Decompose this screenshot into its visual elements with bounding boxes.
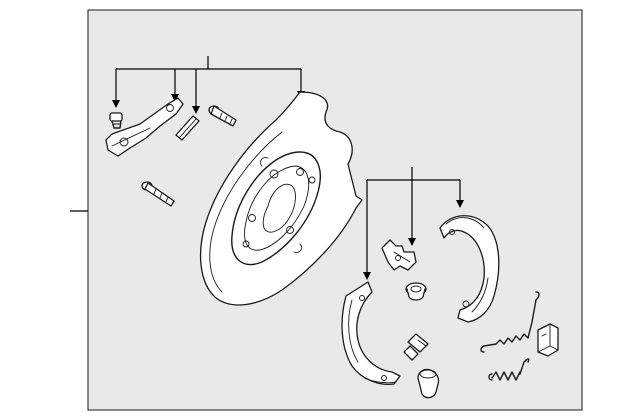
callout-arrow bbox=[456, 200, 464, 208]
bolt-long-left bbox=[141, 181, 175, 207]
bracket bbox=[105, 97, 184, 157]
adjuster-spring bbox=[480, 291, 540, 353]
return-spring bbox=[488, 358, 530, 381]
adjuster bbox=[381, 239, 417, 271]
callout-group-backing-plate bbox=[112, 56, 305, 114]
callout-arrow bbox=[192, 106, 200, 114]
callout-arrow bbox=[112, 100, 120, 108]
hold-down-spring bbox=[537, 323, 559, 357]
parking-brake-shoe-upper bbox=[439, 215, 500, 323]
callout-arrow bbox=[171, 94, 179, 102]
bolt-long-top bbox=[208, 105, 237, 127]
plug bbox=[405, 282, 427, 301]
callout-group-shoe-kit bbox=[363, 167, 464, 280]
callout-arrow bbox=[363, 272, 371, 280]
bolt-center bbox=[403, 333, 429, 361]
parking-brake-shoe-lower bbox=[341, 281, 401, 386]
bolt-small bbox=[109, 112, 123, 129]
boot bbox=[417, 368, 440, 399]
callout-arrow bbox=[408, 238, 416, 246]
pin bbox=[175, 115, 200, 141]
backing-plate bbox=[199, 91, 363, 306]
